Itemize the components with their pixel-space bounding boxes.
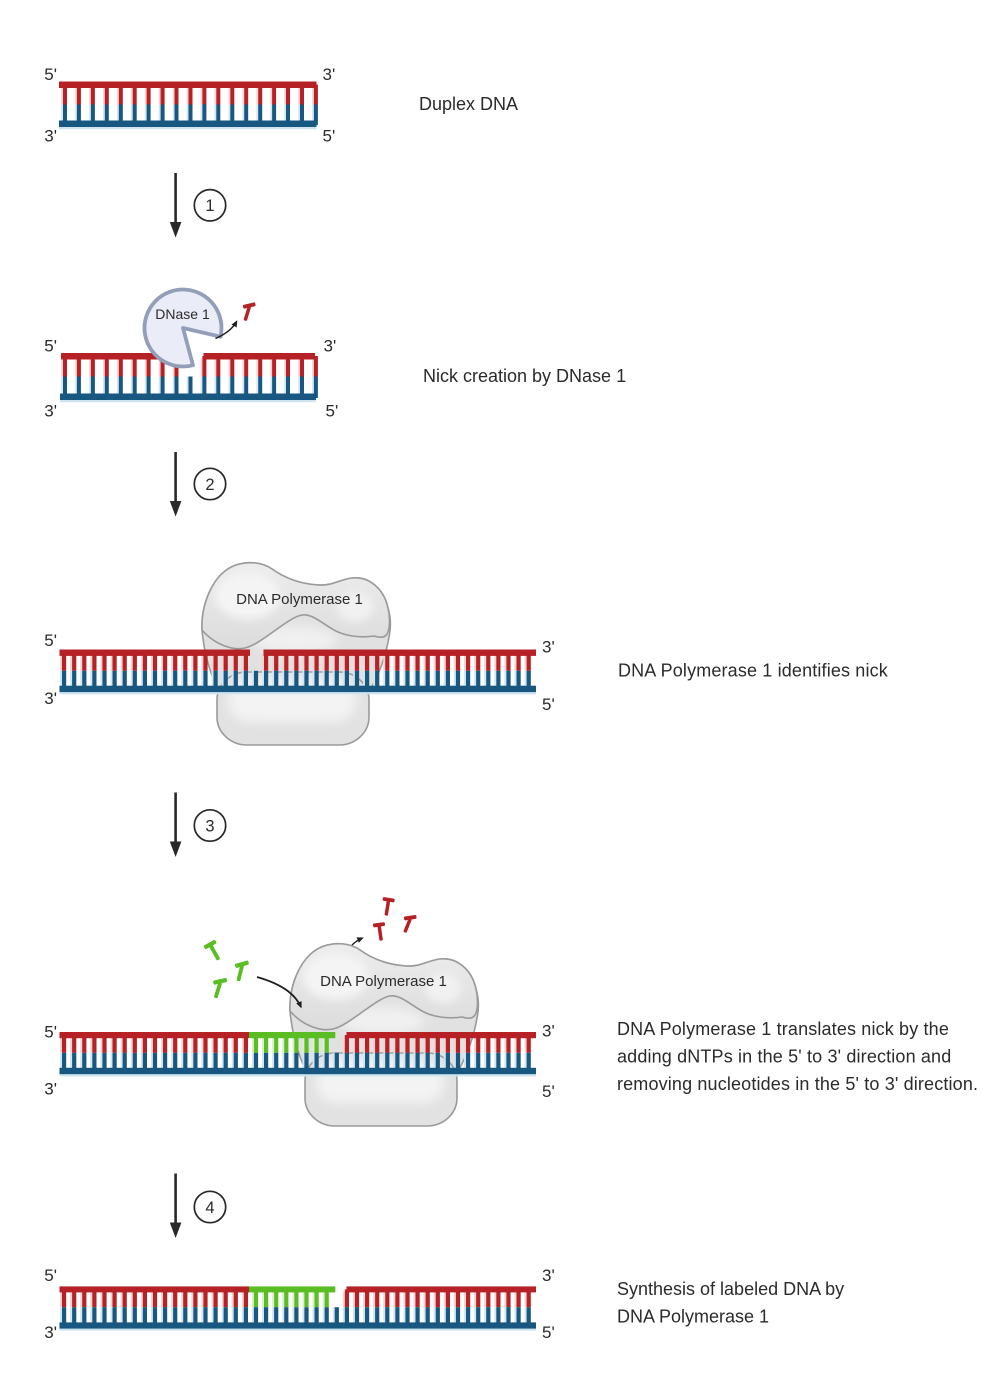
svg-text:3': 3' (44, 127, 57, 146)
svg-text:Nick creation by DNase 1: Nick creation by DNase 1 (423, 366, 626, 386)
svg-text:DNA Polymerase 1 translates ni: DNA Polymerase 1 translates nick by the (617, 1019, 949, 1039)
svg-text:3': 3' (323, 65, 336, 84)
svg-text:5': 5' (44, 1023, 57, 1042)
svg-text:3': 3' (542, 1022, 555, 1041)
svg-text:5': 5' (542, 695, 555, 714)
svg-text:4: 4 (205, 1199, 214, 1217)
svg-text:Synthesis of labeled DNA by: Synthesis of labeled DNA by (617, 1279, 844, 1299)
svg-text:3': 3' (324, 337, 337, 356)
svg-text:1: 1 (205, 197, 214, 215)
svg-text:DNA Polymerase 1 identifies ni: DNA Polymerase 1 identifies nick (618, 661, 889, 681)
svg-text:DNA Polymerase 1: DNA Polymerase 1 (236, 591, 363, 608)
svg-text:3': 3' (542, 1266, 555, 1285)
svg-text:DNase 1: DNase 1 (155, 306, 210, 322)
svg-text:adding dNTPs in the 5' to 3' d: adding dNTPs in the 5' to 3' direction a… (617, 1047, 951, 1067)
svg-text:3': 3' (44, 1080, 57, 1099)
svg-text:5': 5' (44, 631, 57, 650)
svg-text:5': 5' (542, 1082, 555, 1101)
svg-text:DNA Polymerase 1: DNA Polymerase 1 (617, 1307, 769, 1327)
svg-text:3: 3 (205, 817, 214, 835)
svg-text:2: 2 (205, 476, 214, 494)
svg-text:5': 5' (44, 1266, 57, 1285)
svg-text:5': 5' (44, 337, 57, 356)
svg-text:3': 3' (44, 689, 57, 708)
svg-text:5': 5' (542, 1323, 555, 1342)
svg-text:5': 5' (323, 127, 336, 146)
svg-text:5': 5' (44, 65, 57, 84)
svg-text:3': 3' (542, 638, 555, 657)
svg-text:3': 3' (44, 402, 57, 421)
svg-text:3': 3' (44, 1323, 57, 1342)
svg-text:Duplex DNA: Duplex DNA (419, 94, 518, 114)
svg-text:5': 5' (326, 402, 339, 421)
svg-text:removing nucleotides in the 5': removing nucleotides in the 5' to 3' dir… (617, 1074, 978, 1094)
svg-text:DNA Polymerase 1: DNA Polymerase 1 (320, 973, 447, 990)
